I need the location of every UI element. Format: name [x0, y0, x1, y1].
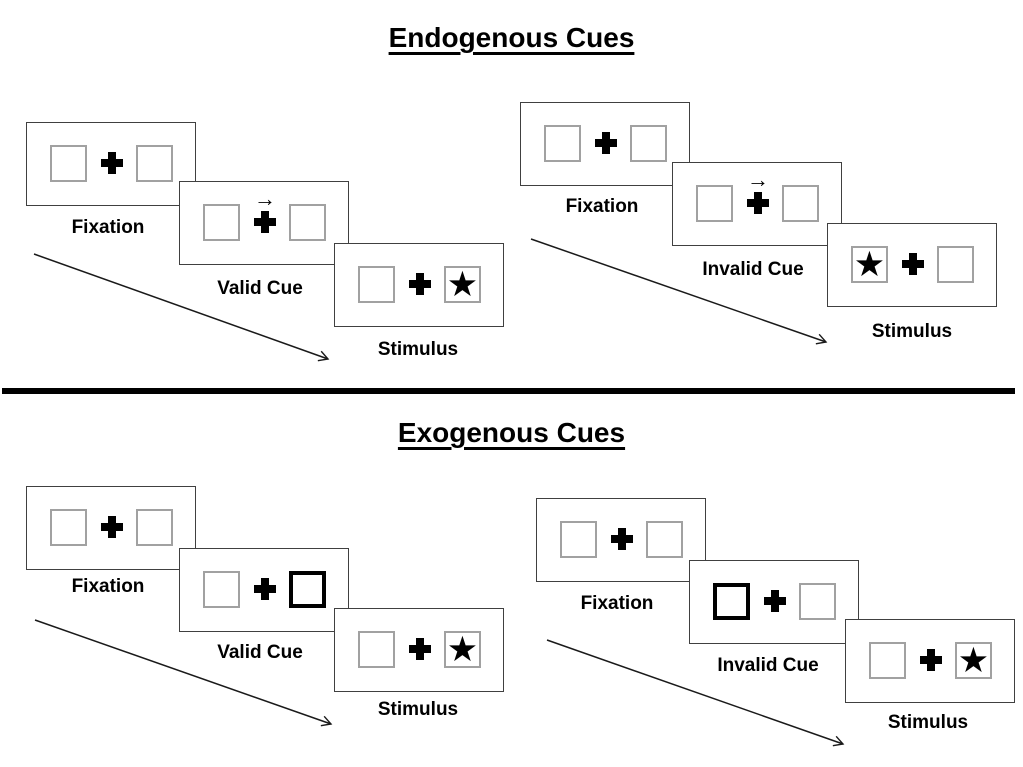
fixation-card — [26, 486, 196, 570]
stimulus-card: ★ — [334, 608, 504, 692]
target-star-icon: ★ — [957, 641, 990, 680]
fixation-card — [520, 102, 690, 186]
target-star-icon: ★ — [446, 265, 479, 304]
cue-box-right — [289, 571, 326, 608]
cue-card — [179, 548, 349, 632]
fixation-card — [26, 122, 196, 206]
section-title-endogenous-text: Endogenous Cues — [388, 22, 635, 53]
cue-arrow-icon: → — [254, 186, 276, 211]
cue-label: Invalid Cue — [717, 655, 819, 676]
fixation-label: Fixation — [71, 576, 145, 597]
fixation-card — [536, 498, 706, 582]
placeholder-box-left — [696, 185, 733, 222]
placeholder-box-right — [289, 204, 326, 241]
placeholder-box-left — [50, 509, 87, 546]
placeholder-box-left — [358, 266, 395, 303]
target-box-right: ★ — [444, 266, 481, 303]
timeline-arrow-endogenous-invalid — [530, 238, 828, 345]
fixation-label: Fixation — [71, 217, 145, 238]
stimulus-label: Stimulus — [377, 699, 459, 720]
placeholder-box-left — [544, 125, 581, 162]
timeline-arrow-endogenous-valid — [33, 253, 330, 362]
fixation-cross-icon — [611, 528, 633, 550]
fixation-cross-icon — [920, 649, 942, 671]
target-box-left: ★ — [851, 246, 888, 283]
fixation-label: Fixation — [580, 593, 654, 614]
cue-card — [689, 560, 859, 644]
section-title-exogenous: Exogenous Cues — [0, 417, 1023, 449]
fixation-cross-icon — [747, 192, 769, 214]
target-star-icon: ★ — [853, 245, 886, 284]
stimulus-label: Stimulus — [871, 321, 953, 342]
placeholder-box-left — [869, 642, 906, 679]
target-box-right: ★ — [444, 631, 481, 668]
placeholder-box-left — [50, 145, 87, 182]
section-title-endogenous: Endogenous Cues — [0, 22, 1023, 54]
cue-box-left — [713, 583, 750, 620]
fixation-cross-icon — [254, 578, 276, 600]
fixation-cross-icon — [902, 253, 924, 275]
stimulus-card: ★ — [845, 619, 1015, 703]
placeholder-box-right — [646, 521, 683, 558]
stimulus-card: ★ — [827, 223, 997, 307]
fixation-cross-icon — [254, 211, 276, 233]
cue-arrow-icon: → — [747, 167, 769, 192]
fixation-cross-icon — [409, 638, 431, 660]
placeholder-box-right — [937, 246, 974, 283]
fixation-cross-icon — [101, 152, 123, 174]
section-title-exogenous-text: Exogenous Cues — [397, 417, 626, 448]
fixation-cross-icon — [101, 516, 123, 538]
placeholder-box-right — [799, 583, 836, 620]
placeholder-box-right — [782, 185, 819, 222]
stimulus-card: ★ — [334, 243, 504, 327]
fixation-cross-icon — [764, 590, 786, 612]
fixation-label: Fixation — [565, 196, 639, 217]
cue-card: → — [672, 162, 842, 246]
stimulus-label: Stimulus — [377, 339, 459, 360]
section-divider — [2, 388, 1015, 394]
placeholder-box-left — [358, 631, 395, 668]
timeline-arrow-exogenous-valid — [34, 619, 333, 727]
cue-label: Valid Cue — [217, 642, 303, 663]
placeholder-box-right — [630, 125, 667, 162]
placeholder-box-right — [136, 145, 173, 182]
cue-label: Invalid Cue — [702, 259, 804, 280]
placeholder-box-right — [136, 509, 173, 546]
cue-label: Valid Cue — [217, 278, 303, 299]
placeholder-box-left — [203, 204, 240, 241]
fixation-cross-icon — [409, 273, 431, 295]
fixation-cross-icon — [595, 132, 617, 154]
target-star-icon: ★ — [446, 630, 479, 669]
stimulus-label: Stimulus — [887, 712, 969, 733]
cue-card: → — [179, 181, 349, 265]
target-box-right: ★ — [955, 642, 992, 679]
placeholder-box-left — [203, 571, 240, 608]
placeholder-box-left — [560, 521, 597, 558]
